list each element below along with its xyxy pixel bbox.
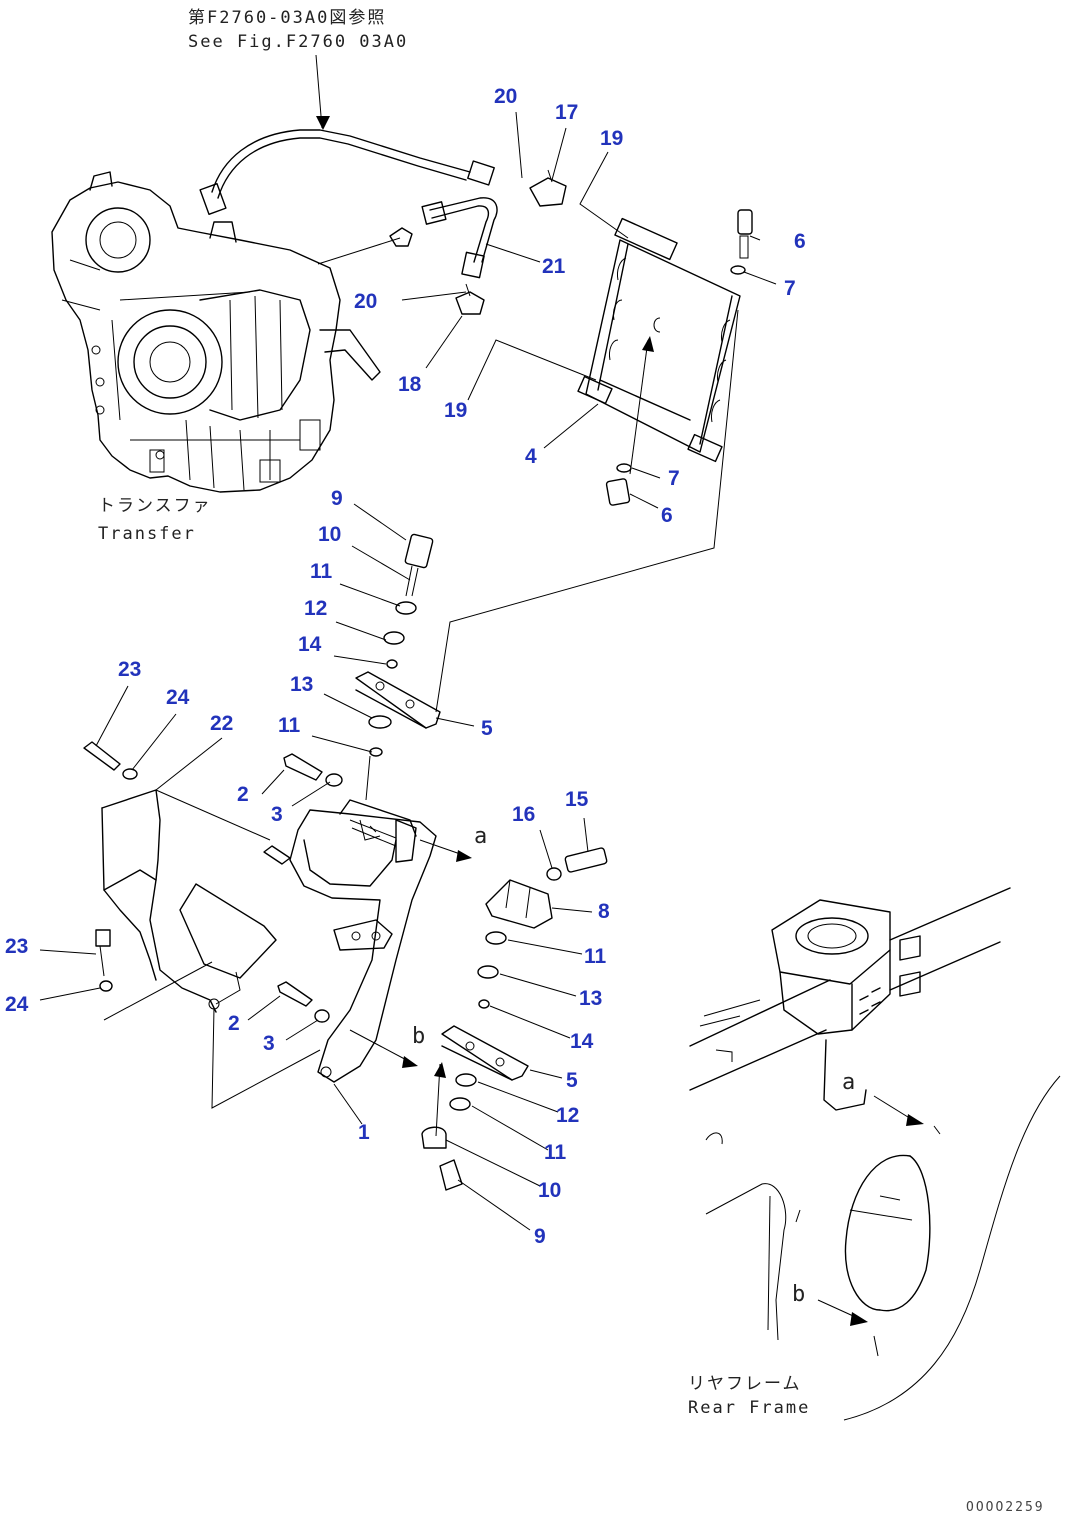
callout-19: 19 — [444, 399, 468, 422]
leader-cooler-bracket — [435, 309, 739, 713]
document-id: OOOO2259 — [966, 1500, 1045, 1515]
leader-lines — [39, 111, 777, 1231]
rear-frame-caption-en: Rear Frame — [688, 1398, 811, 1418]
callout-15: 15 — [565, 788, 589, 811]
view-mark-b: b — [412, 1024, 428, 1049]
callout-9: 9 — [331, 487, 343, 510]
callout-6: 6 — [794, 230, 806, 253]
bolts-2-3-upper — [263, 753, 343, 865]
callout-5: 5 — [481, 717, 493, 740]
callout-10: 10 — [318, 523, 342, 546]
callout-19: 19 — [600, 127, 624, 150]
view-mark-a: a — [474, 824, 490, 849]
callout-23: 23 — [118, 658, 142, 681]
callout-10: 10 — [538, 1179, 562, 1202]
inset-view-mark-b: b — [792, 1282, 808, 1307]
callout-7: 7 — [668, 467, 680, 490]
callout-23: 23 — [5, 935, 29, 958]
callout-12: 12 — [304, 597, 328, 620]
transfer-caption-jp: トランスファ — [98, 496, 212, 516]
callout-16: 16 — [512, 803, 536, 826]
bracket-lower — [421, 1025, 529, 1191]
callout-21: 21 — [542, 255, 566, 278]
callout-13: 13 — [290, 673, 314, 696]
callout-5: 5 — [566, 1069, 578, 1092]
callout-18: 18 — [398, 373, 422, 396]
transfer-caption-en: Transfer — [98, 524, 196, 544]
callout-1: 1 — [358, 1121, 370, 1144]
callout-20: 20 — [354, 290, 378, 313]
callout-17: 17 — [555, 101, 579, 124]
cover-bolts — [83, 741, 138, 992]
callout-14: 14 — [570, 1030, 594, 1053]
main-bracket — [289, 799, 437, 1083]
callout-11: 11 — [584, 945, 607, 968]
rear-frame-inset — [689, 887, 1061, 1421]
callout-14: 14 — [298, 633, 322, 656]
cooler-bolts — [605, 209, 753, 506]
callout-24: 24 — [5, 993, 29, 1016]
oil-cooler — [577, 217, 741, 463]
hoses — [199, 54, 567, 315]
callout-11: 11 — [544, 1141, 567, 1164]
direction-arrows — [349, 336, 654, 1137]
callout-9: 9 — [534, 1225, 546, 1248]
callout-8: 8 — [598, 900, 610, 923]
cover-plate — [101, 789, 321, 1109]
callout-24: 24 — [166, 686, 190, 709]
transfer-housing — [51, 171, 381, 493]
bracket-small — [477, 847, 608, 1009]
callout-2: 2 — [228, 1012, 240, 1035]
reference-note-jp: 第F2760-03A0図参照 — [188, 8, 387, 28]
callout-20: 20 — [494, 85, 518, 108]
callout-4: 4 — [525, 445, 537, 468]
callout-11: 11 — [278, 714, 301, 737]
bolts-2-3-lower — [277, 981, 330, 1023]
callout-11: 11 — [310, 560, 333, 583]
bracket-upper — [355, 533, 441, 757]
callout-6: 6 — [661, 504, 673, 527]
rear-frame-caption-jp: リヤフレーム — [688, 1374, 802, 1394]
callout-3: 3 — [271, 803, 283, 826]
callout-22: 22 — [210, 712, 234, 735]
callout-2: 2 — [237, 783, 249, 806]
callout-13: 13 — [579, 987, 603, 1010]
inset-view-mark-a: a — [842, 1070, 858, 1095]
callout-12: 12 — [556, 1104, 580, 1127]
reference-note-en: See Fig.F2760 03A0 — [188, 32, 409, 52]
callout-7: 7 — [784, 277, 796, 300]
callout-3: 3 — [263, 1032, 275, 1055]
